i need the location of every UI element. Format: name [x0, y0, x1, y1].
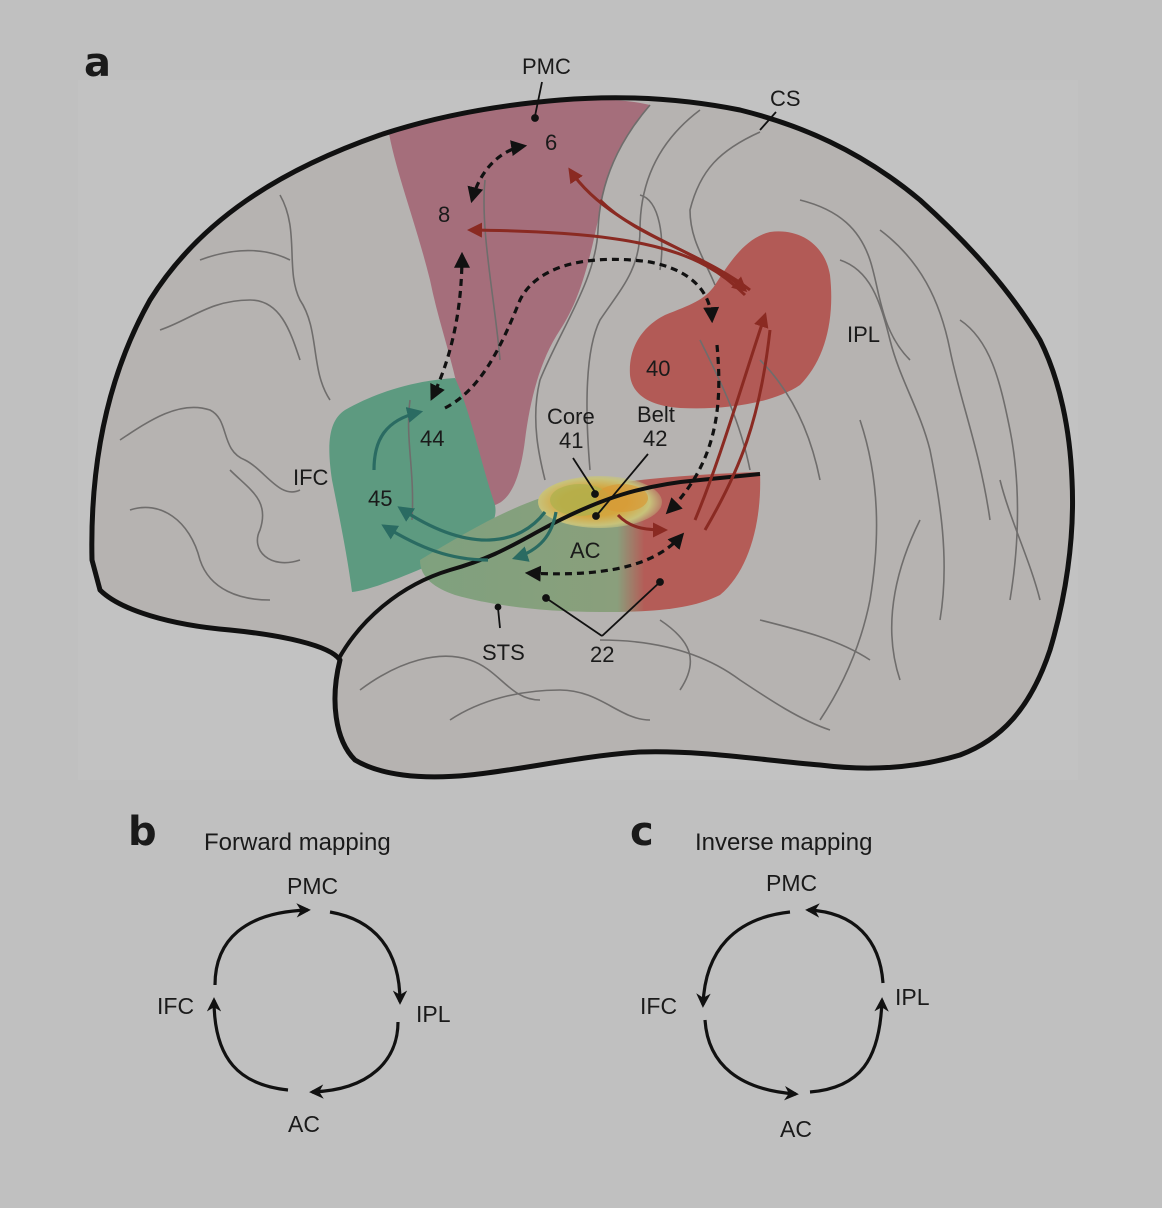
teal-arrow-ac-45-b: [381, 524, 489, 562]
panel-b-arrow-ipl-ac: [309, 1021, 400, 1099]
sylvian-fissure: [336, 472, 761, 661]
teal-arrow-45-44: [372, 407, 424, 471]
dashed-arrow-8-44: [430, 251, 470, 401]
panel-c-node-ac: AC: [780, 1116, 812, 1142]
panel-c-node-pmc: PMC: [766, 870, 817, 896]
label-ipl: IPL: [847, 322, 880, 347]
panel-c-arrow-ipl-pmc: [805, 903, 885, 984]
label-belt: Belt: [637, 402, 675, 427]
panel-b-arrow-ifc-pmc: [213, 903, 311, 986]
panel-letter-c: c: [630, 809, 654, 855]
teal-arrows: [372, 407, 558, 562]
dashed-arrow-8-6: [467, 140, 528, 204]
label-area-41: 41: [559, 428, 583, 453]
gyri-lines: [119, 104, 1041, 731]
panel-c-node-ipl: IPL: [895, 984, 930, 1010]
label-core: Core: [547, 404, 595, 429]
label-cs: CS: [770, 86, 801, 111]
label-area-45: 45: [368, 486, 392, 511]
label-pmc: PMC: [522, 54, 571, 79]
panel-c-arrow-ifc-ac: [703, 1019, 799, 1101]
dashed-arrows: [430, 140, 721, 582]
label-area-22: 22: [590, 642, 614, 667]
panel-c-node-ifc: IFC: [640, 993, 677, 1019]
dashed-arrow-ac-sts: [524, 532, 685, 582]
panel-b-node-ac: AC: [288, 1111, 320, 1137]
ipl-region: [629, 231, 832, 409]
panel-letter-a: a: [84, 40, 111, 86]
label-ifc: IFC: [293, 465, 329, 490]
teal-arrow-ac-45-a: [397, 506, 547, 542]
panel-b-title: Forward mapping: [204, 829, 391, 856]
panel-b-node-pmc: PMC: [287, 873, 338, 899]
panel-b-node-ipl: IPL: [416, 1001, 451, 1027]
dashed-arrow-40-ac: [665, 344, 721, 515]
label-area-40: 40: [646, 356, 670, 381]
red-arrow-to-8: [467, 222, 747, 297]
label-area-8: 8: [438, 202, 450, 227]
red-arrow-core-to-belt: [616, 513, 668, 538]
label-area-42: 42: [643, 426, 667, 451]
red-arrow-from-ac: [693, 312, 769, 521]
panel-b-node-ifc: IFC: [157, 993, 194, 1019]
leader-lines: [494, 81, 777, 637]
label-ac: AC: [570, 538, 601, 563]
teal-arrow-core-sts: [511, 511, 558, 562]
brain-border: [89, 95, 1076, 780]
panel-b-arrow-pmc-ipl: [329, 910, 408, 1005]
red-arrows: [467, 167, 772, 538]
pmc-region: [388, 99, 650, 506]
panel-c-arrow-pmc-ifc: [696, 910, 791, 1008]
panel-b: b Forward mapping PMC IPL AC IFC: [128, 809, 451, 1137]
panel-c: c Inverse mapping PMC IPL AC IFC: [630, 809, 930, 1142]
panel-letter-b: b: [128, 809, 157, 855]
panel-b-arrow-ac-ifc: [206, 997, 289, 1092]
label-area-44: 44: [420, 426, 444, 451]
label-area-6: 6: [545, 130, 557, 155]
panel-c-arrow-ac-ipl: [809, 997, 889, 1094]
panel-c-title: Inverse mapping: [695, 829, 872, 856]
label-sts: STS: [482, 640, 525, 665]
red-arrow-to-ipl: [598, 198, 748, 292]
